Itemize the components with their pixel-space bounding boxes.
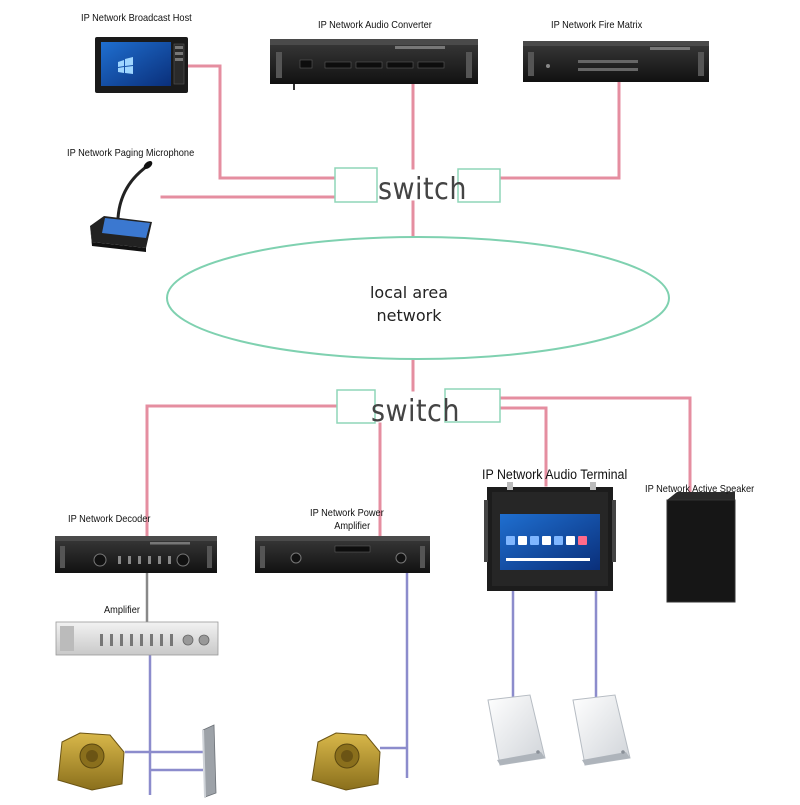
audio-terminal-touchscreen-panel-icon bbox=[484, 482, 616, 591]
decoder-rack-unit-icon bbox=[55, 536, 217, 573]
lan-label-line2: network bbox=[376, 306, 442, 325]
link-audio-terminal bbox=[498, 406, 548, 487]
paging-microphone-gooseneck-mic-icon bbox=[90, 161, 153, 252]
fire-matrix-rack-unit-icon bbox=[523, 41, 709, 82]
label-amplifier: Amplifier bbox=[104, 604, 140, 616]
wall-speaker-right-icon bbox=[572, 694, 631, 766]
label-audio-converter: IP Network Audio Converter bbox=[318, 19, 432, 31]
switch-top bbox=[334, 167, 501, 203]
lan-label: local area network bbox=[349, 281, 469, 327]
switch-bottom bbox=[336, 388, 501, 424]
label-power-amplifier: IP Network Power Amplifier bbox=[310, 507, 384, 533]
column-speaker-icon bbox=[202, 724, 217, 798]
label-decoder: IP Network Decoder bbox=[68, 513, 151, 525]
label-active-speaker: IP Network Active Speaker bbox=[645, 483, 755, 495]
wall-speaker-left-icon bbox=[487, 694, 546, 766]
link-broadcast-host bbox=[186, 64, 337, 180]
label-power-amplifier-line1: IP Network Power bbox=[310, 507, 384, 519]
audio-converter-rack-unit-icon bbox=[270, 39, 478, 90]
rock-speaker-left-icon bbox=[57, 732, 125, 791]
label-broadcast-host: IP Network Broadcast Host bbox=[81, 12, 192, 24]
power-amplifier-rack-unit-icon bbox=[255, 536, 430, 573]
network-links bbox=[145, 64, 692, 538]
switch-top-label: switch bbox=[378, 172, 467, 207]
link-fire-matrix bbox=[498, 80, 621, 180]
switch-bottom-label: switch bbox=[371, 394, 460, 429]
link-decoder bbox=[145, 404, 339, 538]
amplifier-rack-unit-icon bbox=[55, 621, 219, 656]
label-audio-terminal: IP Network Audio Terminal bbox=[482, 467, 628, 482]
lan-label-line1: local area bbox=[369, 283, 449, 302]
lan-ellipse bbox=[166, 236, 670, 360]
label-paging-microphone: IP Network Paging Microphone bbox=[67, 147, 195, 159]
active-speaker-cabinet-icon bbox=[666, 492, 736, 603]
broadcast-host-monitor-icon bbox=[95, 37, 188, 93]
rock-speaker-right-icon bbox=[311, 732, 381, 791]
label-fire-matrix: IP Network Fire Matrix bbox=[551, 19, 643, 31]
label-power-amplifier-line2: Amplifier bbox=[334, 520, 371, 532]
link-active-speaker bbox=[498, 396, 692, 502]
audio-links bbox=[125, 573, 598, 795]
